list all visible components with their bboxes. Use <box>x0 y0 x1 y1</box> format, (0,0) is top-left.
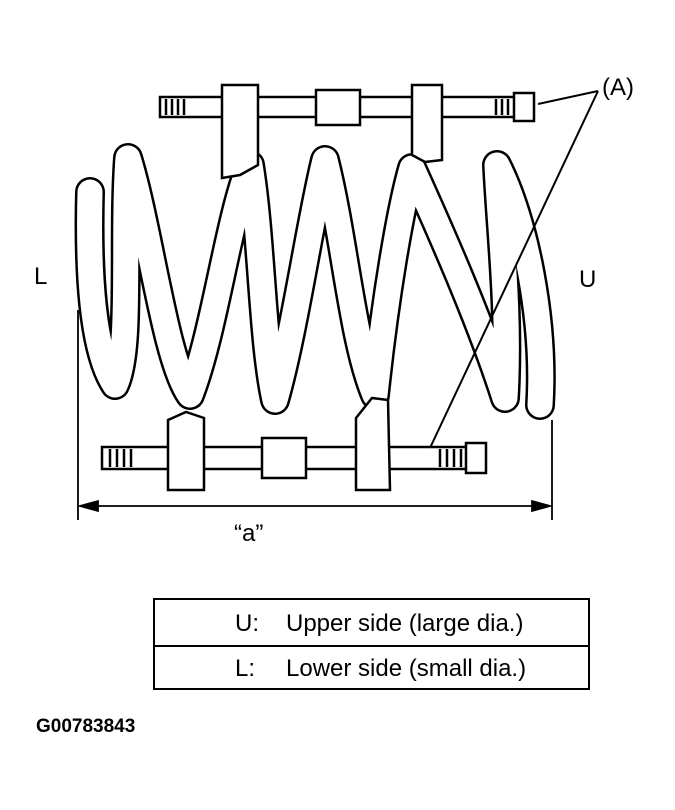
legend-key: L: <box>235 655 256 682</box>
legend-table: U: Upper side (large dia.) L: Lower side… <box>153 598 590 690</box>
lower-left-thread <box>108 449 133 467</box>
lower-right-thread <box>438 449 463 467</box>
lower-left-hook <box>166 410 206 492</box>
tool-label: (A) <box>602 74 634 101</box>
lower-right-nut <box>464 441 488 475</box>
legend-row-lower: L: Lower side (small dia.) <box>155 645 588 690</box>
legend-description: Lower side (small dia.) <box>286 655 527 682</box>
upper-center-nut <box>314 88 362 127</box>
coil-spring-compressor-diagram <box>74 83 599 520</box>
legend-description: Upper side (large dia.) <box>286 610 524 637</box>
lower-right-hook <box>354 396 392 492</box>
dimension-label: “a” <box>234 520 264 547</box>
legend-row-upper: U: Upper side (large dia.) <box>155 600 588 647</box>
spring-coil-body <box>77 145 554 418</box>
upper-right-nut <box>512 91 536 123</box>
tool-leader-lines <box>429 90 599 449</box>
lower-compressor-tool <box>100 396 488 492</box>
legend-key: U: <box>235 610 259 637</box>
upper-left-hook <box>220 83 260 180</box>
upper-left-thread <box>164 99 186 115</box>
lower-center-nut <box>260 436 308 480</box>
upper-compressor-tool <box>158 83 536 180</box>
upper-right-hook <box>410 83 444 164</box>
upper-side-label: U <box>579 266 597 293</box>
dimension-a <box>76 310 554 520</box>
upper-right-thread <box>494 99 510 115</box>
figure-id: G00783843 <box>36 716 136 737</box>
lower-side-label: L <box>34 263 48 290</box>
coil-spring <box>74 143 556 420</box>
